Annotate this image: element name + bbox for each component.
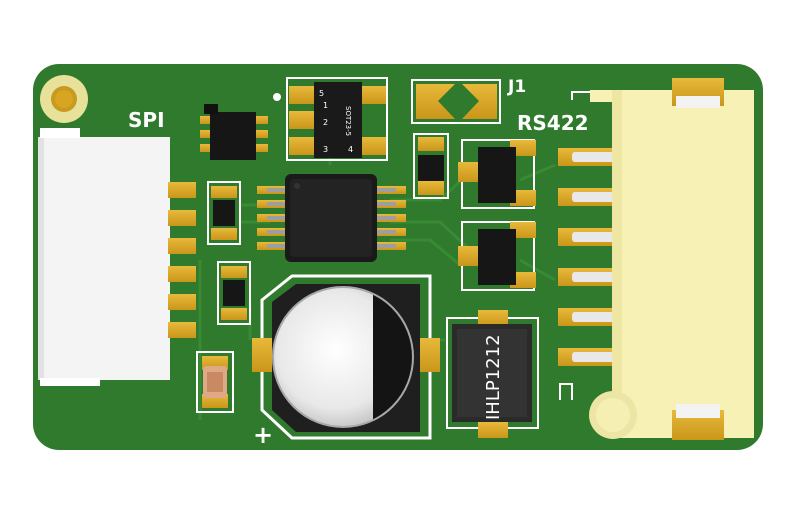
cap-polarity-plus: + (253, 421, 273, 449)
mounting-hole-top-left (40, 75, 88, 123)
sot23-name: SOT23-5 (344, 106, 352, 136)
sot-small-j1 (413, 133, 449, 199)
sot23-pin-4: 4 (348, 145, 353, 154)
sot-left-lower (217, 261, 251, 325)
resistor-bottom-left (196, 351, 234, 413)
ic-main-msop (257, 174, 406, 262)
sot-left-upper (207, 181, 241, 245)
sot23-pin-3: 3 (323, 145, 328, 154)
inductor-ihlp1212: IHLP1212 (446, 310, 539, 438)
rs422-connector (558, 78, 754, 440)
spi-connector (38, 128, 196, 386)
sot23-pin-1: 1 (323, 101, 328, 110)
sot23-pin-5: 5 (319, 89, 324, 98)
rs422-label: RS422 (517, 111, 589, 135)
j1-label: J1 (507, 77, 526, 97)
transistor-bottom (458, 221, 536, 291)
transistor-top (458, 139, 536, 209)
inductor-marking: IHLP1212 (483, 334, 504, 420)
sot23-footprint: 5 1 2 3 4 SOT23-5 (286, 77, 388, 161)
j1-jumper (411, 79, 501, 124)
sot23-pin-2: 2 (323, 118, 328, 127)
fiducial-dot (273, 93, 281, 101)
electrolytic-capacitor (252, 274, 440, 440)
spi-label: SPI (128, 108, 165, 132)
ic-small-top (200, 104, 268, 160)
